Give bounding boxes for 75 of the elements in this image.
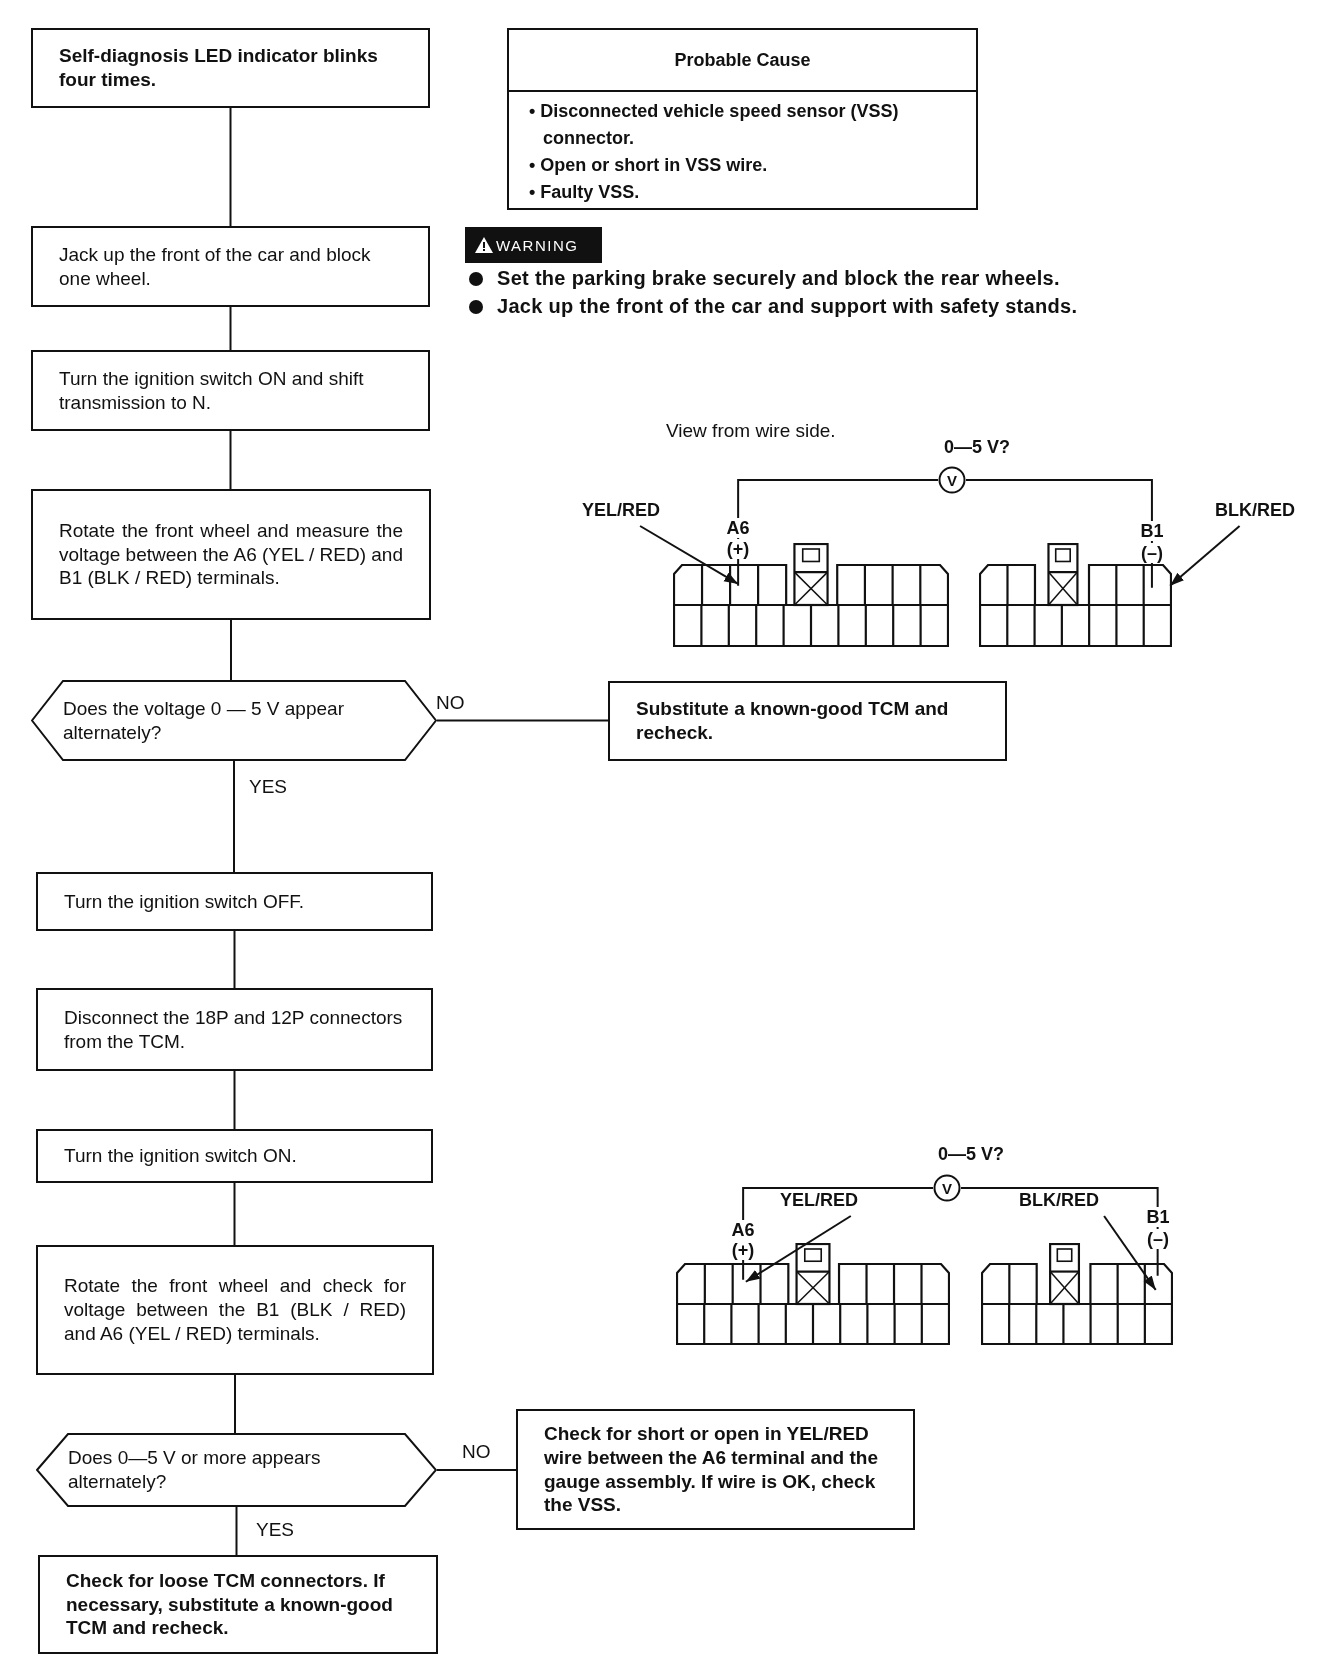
terminal-label: (+) <box>729 1240 757 1260</box>
step-text: Turn the ignition switch OFF. <box>64 889 306 914</box>
terminal-label: B1 <box>1138 521 1166 541</box>
process-box <box>31 28 430 108</box>
warning-label: WARNING <box>496 236 579 254</box>
voltage-label: 0—5 V? <box>938 1144 1005 1165</box>
flow-line <box>229 430 232 490</box>
note-text: View from wire side. <box>666 420 836 442</box>
process-box <box>36 988 433 1071</box>
process-box <box>36 1129 433 1183</box>
terminal-label: A6 <box>724 518 752 538</box>
decision-hexagon <box>36 1433 437 1507</box>
test-lead-line <box>965 479 1153 589</box>
step-text: Substitute a known-good TCM and recheck. <box>636 697 950 745</box>
step-text: Rotate the front wheel and measure the voltage between the A6 (YEL / RED) and B1 (BLK / RED) terminals. <box>59 518 403 591</box>
voltmeter-symbol <box>933 1174 961 1202</box>
voltmeter-letter: V <box>947 471 957 489</box>
voltmeter-symbol <box>938 466 966 494</box>
process-box <box>31 489 431 620</box>
process-box <box>31 226 430 307</box>
terminal-label: (–) <box>1139 543 1165 563</box>
step-text: Check for loose TCM connectors. If necessary, substitute a known-good TCM and recheck. <box>66 1568 394 1641</box>
connector-drawing <box>673 543 949 647</box>
step-text: Rotate the front wheel and check for voltage between the B1 (BLK / RED) and A6 (YEL / RED) terminals. <box>64 1274 406 1346</box>
wire-color-label: YEL/RED <box>568 500 674 524</box>
leader-line <box>1169 525 1241 587</box>
warning-text: Jack up the front of the car and support with safety stands. <box>497 295 1078 318</box>
flow-line <box>436 1469 517 1471</box>
step-text: Jack up the front of the car and block one wheel. <box>59 242 372 291</box>
test-lead-line <box>737 479 939 587</box>
cause-item: • Open or short in VSS wire. <box>528 154 769 177</box>
test-lead-line <box>960 1187 1159 1277</box>
leader-line <box>639 525 740 585</box>
flow-line <box>230 619 232 681</box>
wire-color-label: BLK/RED <box>1004 1190 1114 1214</box>
flow-line <box>229 107 232 227</box>
cause-item: • Disconnected vehicle speed sensor (VSS) connector. <box>528 100 900 150</box>
warning-text: Set the parking brake securely and block the rear wheels. <box>497 267 1060 290</box>
flow-line <box>229 306 232 351</box>
leader-line <box>744 1215 852 1283</box>
flow-line <box>436 719 609 722</box>
flow-line <box>233 930 236 989</box>
flow-line <box>235 1506 238 1556</box>
step-text: Turn the ignition switch ON and shift transmission to N. <box>59 366 365 415</box>
flow-line <box>233 1070 236 1130</box>
process-box <box>608 681 1007 761</box>
leader-line <box>1103 1215 1157 1291</box>
step-text: Turn the ignition switch ON. <box>64 1144 298 1168</box>
question-text: Does 0—5 V or more appears alternately? <box>68 1446 322 1494</box>
voltage-label: 0—5 V? <box>944 437 1011 458</box>
step-text: Check for short or open in YEL/RED wire between the A6 terminal and the gauge assembly. If wire is OK, check the VSS. <box>544 1422 879 1517</box>
wire-color-label: YEL/RED <box>766 1190 872 1214</box>
terminal-label: B1 <box>1144 1207 1172 1227</box>
table-heading: Probable Cause <box>509 30 976 92</box>
terminal-label: A6 <box>729 1220 757 1240</box>
process-box <box>516 1409 915 1530</box>
flow-line <box>234 1374 236 1434</box>
step-text: Self-diagnosis LED indicator blinks four times. <box>59 44 379 92</box>
terminal-label: (+) <box>724 539 752 559</box>
terminal-label: (–) <box>1145 1229 1171 1249</box>
connector-drawing <box>676 1243 950 1345</box>
flow-line <box>233 760 235 873</box>
voltmeter-letter: V <box>942 1179 952 1197</box>
decision-hexagon <box>31 680 437 761</box>
question-text: Does the voltage 0 — 5 V appear alternately? <box>63 696 345 745</box>
flow-line <box>233 1182 236 1246</box>
process-box <box>36 872 433 931</box>
process-box <box>38 1555 438 1654</box>
cause-table <box>507 28 978 210</box>
wire-color-label: BLK/RED <box>1200 500 1310 524</box>
cause-item: • Faulty VSS. <box>528 181 641 204</box>
step-text: Disconnect the 18P and 12P connectors from the TCM. <box>64 1005 404 1054</box>
process-box <box>31 350 430 431</box>
process-box <box>36 1245 434 1375</box>
connector-drawing <box>979 543 1172 647</box>
